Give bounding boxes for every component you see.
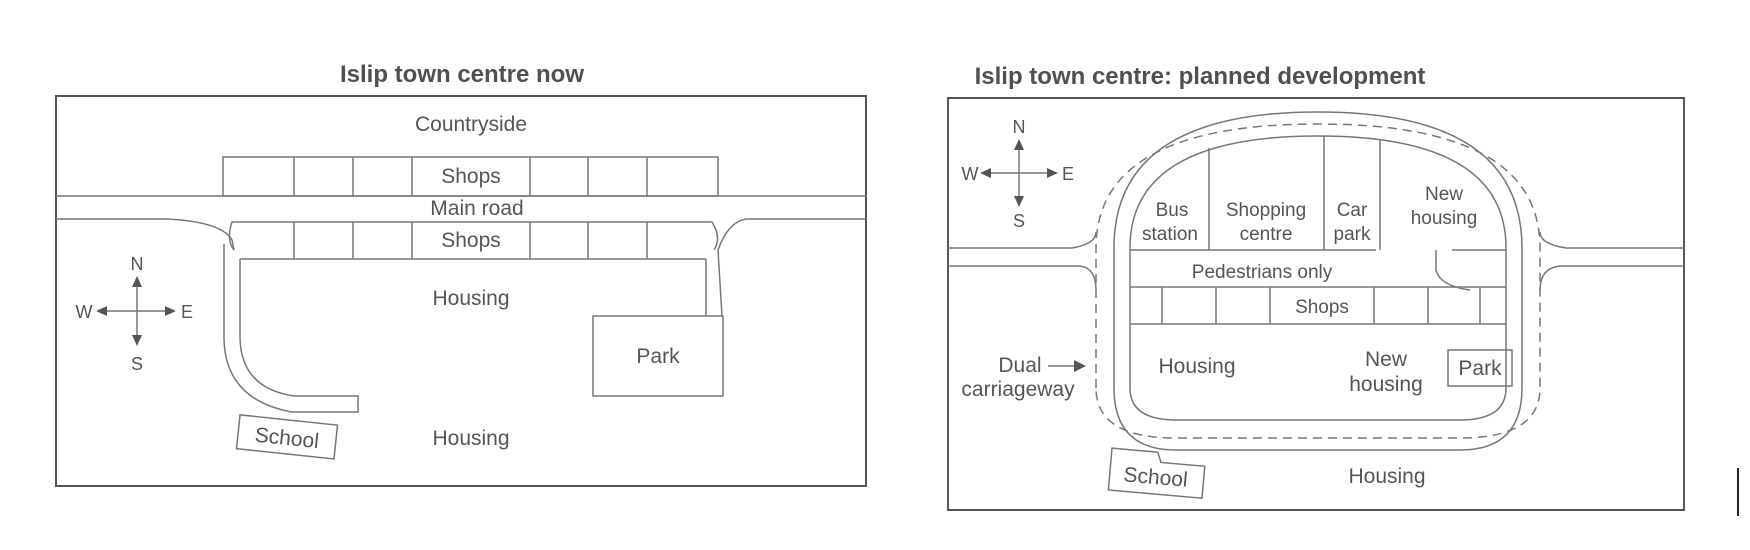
arrow-right-icon <box>165 306 176 316</box>
arrow-down-icon <box>132 335 142 346</box>
shops-row <box>1130 286 1506 325</box>
countryside-label: Countryside <box>415 113 527 136</box>
ew-road <box>948 231 1684 291</box>
dual-carriageway-label-1: Dual <box>998 354 1041 377</box>
new-housing-ne-label-2: housing <box>1411 208 1478 229</box>
bus-station-label-1: Bus <box>1156 200 1189 221</box>
shops-north-label: Shops <box>441 165 501 188</box>
arrow-right-icon <box>1074 360 1086 372</box>
shopping-centre-label-2: centre <box>1240 224 1293 245</box>
compass-s-planned: S <box>1013 211 1025 231</box>
pedestrians-only-label: Pedestrians only <box>1192 262 1333 283</box>
shopping-centre-label-1: Shopping <box>1226 200 1306 221</box>
park-label: Park <box>636 345 680 368</box>
car-park-label-1: Car <box>1337 200 1368 221</box>
ring-road <box>1095 111 1541 451</box>
arrow-right-icon <box>1047 168 1058 178</box>
school-label-planned: School <box>1123 463 1189 492</box>
school-label: School <box>254 424 320 454</box>
map-now-frame <box>55 95 867 487</box>
car-park-label-2: park <box>1334 224 1371 245</box>
compass-w-planned: W <box>962 164 979 184</box>
arrow-up-icon <box>1014 139 1024 150</box>
park-label-planned: Park <box>1458 357 1502 380</box>
map-planned-frame <box>947 97 1685 511</box>
compass-e-planned: E <box>1062 164 1074 184</box>
arrow-down-icon <box>1014 196 1024 207</box>
map-now-title: Islip town centre now <box>340 61 584 88</box>
compass-e: E <box>181 302 193 322</box>
compass-planned: N S W E <box>962 117 1075 231</box>
arrow-left-icon <box>980 168 991 178</box>
compass-s: S <box>131 354 143 374</box>
main-road-label: Main road <box>430 197 523 220</box>
school-building: School <box>235 414 339 460</box>
shops-row-south <box>240 222 706 260</box>
housing-south-label: Housing <box>432 427 509 450</box>
bus-station-label-2: station <box>1142 224 1198 245</box>
housing-south-label-planned: Housing <box>1348 465 1425 488</box>
main-road <box>56 195 866 251</box>
school-building-planned: School <box>1107 447 1206 500</box>
map-now: Islip town centre now <box>55 61 867 487</box>
shops-label-planned: Shops <box>1295 297 1349 318</box>
school-road <box>223 244 359 413</box>
arrow-left-icon <box>96 306 107 316</box>
new-housing-ne-label-1: New <box>1425 184 1463 205</box>
compass-n: N <box>131 254 144 274</box>
new-housing-se-label-1: New <box>1365 348 1408 371</box>
park-road <box>705 249 723 317</box>
map-planned: Islip town centre: planned development <box>947 63 1685 511</box>
compass-w: W <box>76 302 93 322</box>
dual-carriageway-label-2: carriageway <box>961 378 1075 401</box>
housing-west-label: Housing <box>1158 355 1235 378</box>
compass-n-planned: N <box>1013 117 1026 137</box>
park-box-planned <box>1447 349 1513 387</box>
compass-now: N S W E <box>76 254 194 374</box>
north-block <box>1130 136 1506 291</box>
housing-north-label: Housing <box>432 287 509 310</box>
park-box <box>592 315 724 397</box>
map-planned-title: Islip town centre: planned development <box>975 63 1426 90</box>
arrow-up-icon <box>132 276 142 287</box>
shops-south-label: Shops <box>441 229 501 252</box>
new-housing-se-label-2: housing <box>1349 373 1423 396</box>
